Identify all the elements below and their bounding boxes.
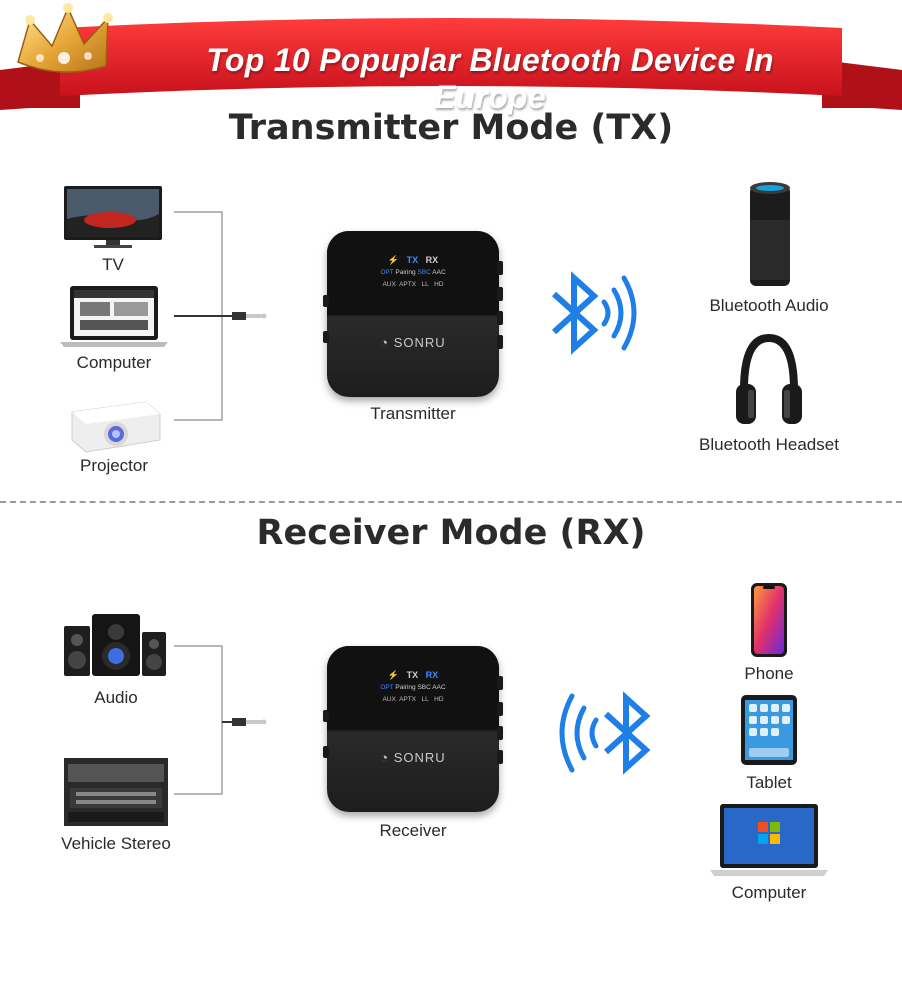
codec-aptx: APTX (399, 696, 417, 703)
rx-bluetooth-signal (559, 691, 651, 775)
codec-aac: AAC (432, 269, 446, 276)
codec-hd: HD (434, 696, 444, 703)
tablet-label: Tablet (746, 773, 792, 792)
audio-jack-icon (232, 718, 246, 726)
bluetooth-icon (603, 691, 651, 775)
audio-label: Audio (94, 688, 138, 707)
codec-hd: HD (434, 281, 444, 288)
codec-opt: OPT (380, 269, 394, 276)
brand-logo: ◔ SONRU (380, 335, 446, 350)
computer-icon (60, 286, 168, 347)
mode-tx-indicator: TX (406, 255, 419, 265)
mode-rx-indicator: RX (425, 255, 439, 265)
bluetooth-audio-icon (750, 182, 790, 286)
banner: Top 10 Popuplar Bluetooth Device In Euro… (0, 0, 902, 115)
banner-title: Top 10 Popuplar Bluetooth Device In Euro… (206, 42, 774, 115)
codec-ll: LL (421, 281, 429, 288)
codec-aux: AUX (382, 696, 396, 703)
tv-icon (64, 186, 162, 248)
codec-pairing: Pairing (395, 269, 416, 276)
tv-label: TV (102, 255, 124, 274)
vehicle-stereo-icon (64, 758, 168, 826)
codec-sbc: SBC (417, 269, 431, 276)
receiver-device: ⚡ TX RX OPT Pairing SBC AAC AUX APTX LL … (323, 646, 503, 812)
phone-label: Phone (744, 664, 794, 683)
signal-waves-icon (601, 275, 637, 351)
phone-icon (751, 583, 787, 657)
codec-aux: AUX (382, 281, 396, 288)
crown-icon (17, 3, 113, 73)
transmitter-device: ⚡ TX RX OPT Pairing SBC AAC AUX APTX LL … (323, 231, 503, 397)
codec-opt: OPT (380, 684, 394, 691)
tx-section-title: Transmitter Mode (TX) (228, 108, 674, 148)
rx-section-title: Receiver Mode (RX) (256, 513, 646, 553)
section-divider (0, 501, 902, 503)
codec-pairing: Pairing (395, 684, 416, 691)
tablet-icon (741, 695, 797, 765)
vehicle-stereo-label: Vehicle Stereo (61, 834, 171, 853)
bluetooth-headset-label: Bluetooth Headset (699, 435, 839, 454)
mode-rx-indicator: RX (425, 670, 439, 680)
bluetooth-audio-label: Bluetooth Audio (709, 296, 829, 315)
rx-computer-label: Computer (731, 883, 807, 902)
transmitter-label: Transmitter (370, 404, 456, 423)
mode-tx-indicator: TX (406, 670, 419, 680)
projector-label: Projector (79, 456, 149, 475)
rx-cable-lines (174, 645, 267, 795)
codec-ll: LL (421, 696, 429, 703)
receiver-label: Receiver (379, 821, 447, 840)
brand-logo: ◔ SONRU (380, 750, 446, 765)
audio-jack-icon (232, 312, 246, 320)
computer-label: Computer (76, 353, 152, 372)
audio-speakers-icon (64, 614, 166, 676)
tx-cable-lines (174, 211, 267, 421)
codec-sbc: SBC (417, 684, 431, 691)
tx-bluetooth-signal (551, 271, 637, 355)
bluetooth-icon (551, 271, 599, 355)
codec-aac: AAC (432, 684, 446, 691)
rx-computer-icon (710, 804, 828, 876)
projector-icon (71, 401, 161, 453)
bluetooth-headset-icon (736, 333, 802, 424)
codec-aptx: APTX (399, 281, 417, 288)
banner-ribbon (0, 3, 902, 110)
signal-waves-icon (559, 693, 599, 773)
